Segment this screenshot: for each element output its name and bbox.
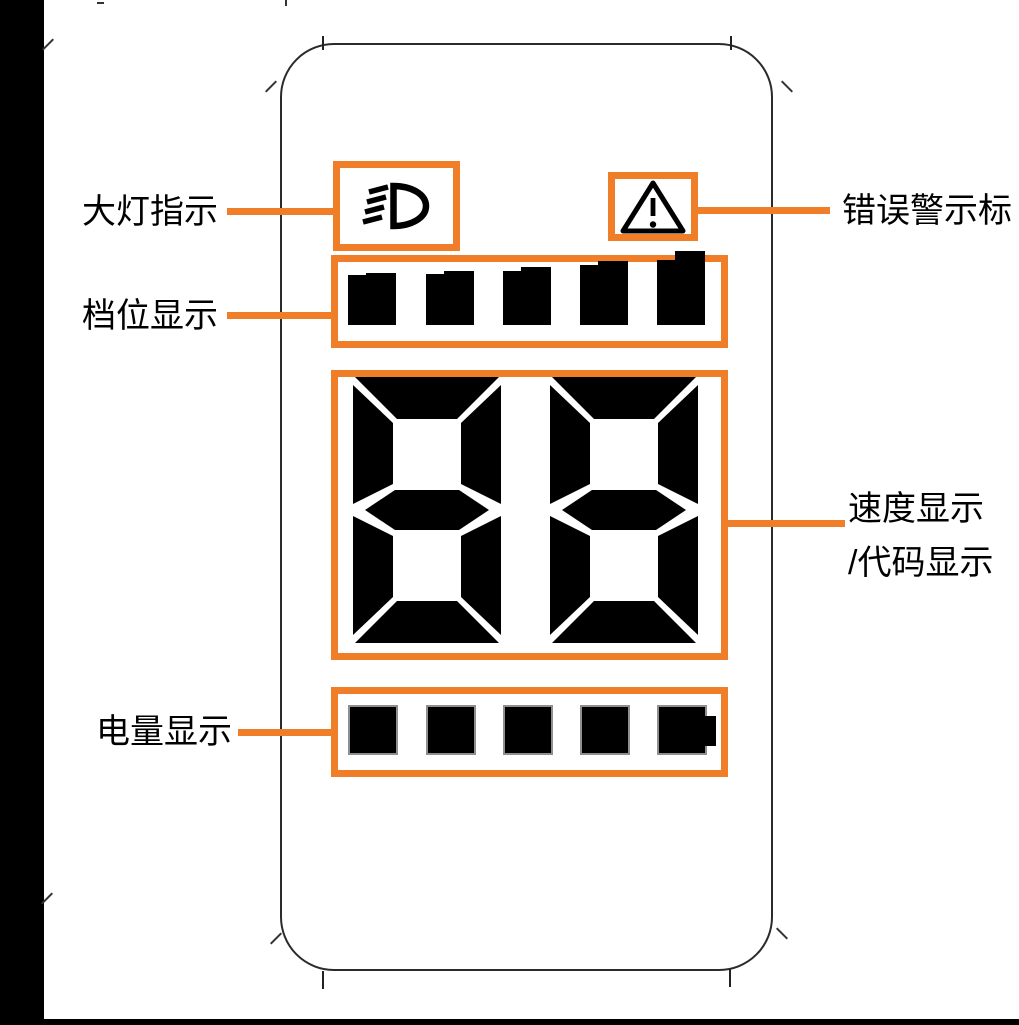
gear-segment xyxy=(580,261,628,325)
digit-segment xyxy=(550,516,590,635)
scan-mark xyxy=(97,2,104,4)
warning-triangle-icon xyxy=(620,180,686,233)
digit-segment xyxy=(658,516,698,635)
bottom-black-bar xyxy=(0,1019,1019,1025)
gear-segment xyxy=(657,251,705,325)
battery-cell xyxy=(580,705,630,755)
seven-segment-digit xyxy=(353,377,501,643)
gear-label: 档位显示 xyxy=(82,297,218,335)
digit-segment xyxy=(461,516,501,635)
digit-segment xyxy=(355,377,499,419)
headlight-indicator-box xyxy=(333,161,460,251)
digit-segment xyxy=(552,377,696,419)
gear-display-box xyxy=(331,255,728,348)
digit-segment xyxy=(353,516,393,635)
gear-segment xyxy=(426,271,474,325)
error-warning-box xyxy=(608,172,698,241)
scan-mark xyxy=(264,80,278,93)
left-black-bar xyxy=(0,0,44,1025)
digit-segment xyxy=(552,601,696,643)
corner-tick xyxy=(322,36,324,50)
speed-label: 速度显示 /代码显示 xyxy=(848,482,993,590)
gear-segment xyxy=(348,273,396,325)
battery-terminal-nub xyxy=(705,716,716,746)
low-beam-headlight-icon xyxy=(361,182,429,230)
scan-mark xyxy=(780,80,794,93)
headlight-label: 大灯指示 xyxy=(82,193,218,231)
battery-display-box xyxy=(331,687,728,777)
gear-segments-svg xyxy=(348,251,705,325)
battery-cell xyxy=(426,705,476,755)
scan-mark xyxy=(269,932,283,945)
battery-cell xyxy=(657,705,707,755)
digit-segment xyxy=(355,601,499,643)
corner-tick xyxy=(729,969,731,987)
speed-label-line2: /代码显示 xyxy=(848,544,994,582)
corner-tick xyxy=(322,971,324,989)
headlight-leader-line xyxy=(227,208,333,215)
digit-segment xyxy=(365,490,489,530)
gear-leader-line xyxy=(227,312,331,319)
scan-mark xyxy=(285,0,287,6)
battery-cell xyxy=(348,705,398,755)
speed-label-line1: 速度显示 xyxy=(848,490,984,528)
digit-segment xyxy=(658,385,698,504)
speed-display-box xyxy=(331,370,728,660)
error-leader-line xyxy=(698,207,830,214)
scan-mark xyxy=(775,927,789,940)
battery-leader-line xyxy=(238,729,331,736)
digit-segment xyxy=(550,385,590,504)
gear-segment xyxy=(503,267,551,325)
digit-segment xyxy=(562,490,686,530)
battery-cell xyxy=(503,705,553,755)
speed-leader-line xyxy=(728,520,845,527)
error-label: 错误警示标 xyxy=(842,192,1012,230)
battery-label: 电量显示 xyxy=(96,713,232,751)
digit-segment xyxy=(353,385,393,504)
seven-segment-digit xyxy=(550,377,698,643)
corner-tick xyxy=(730,36,732,50)
display-panel-outline xyxy=(280,43,773,971)
digit-segment xyxy=(461,385,501,504)
